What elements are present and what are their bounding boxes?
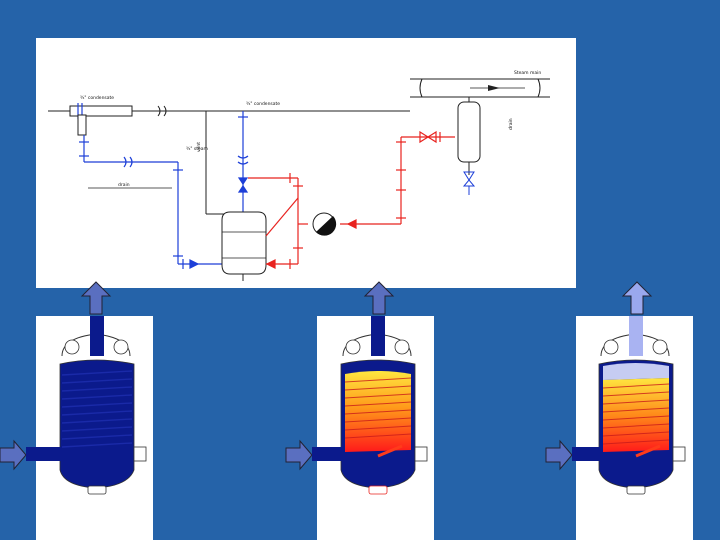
leg-label: drain (508, 118, 514, 130)
cold-line (79, 135, 222, 269)
pump-trap-tank (221, 211, 267, 281)
up-arrow-icon (621, 281, 653, 315)
vessel-2 (312, 316, 428, 495)
stage-1-panel (0, 281, 153, 540)
right-arrow-icon (545, 439, 573, 471)
up-arrow-icon (363, 281, 395, 315)
tank-inlet-line (237, 111, 249, 214)
check-valve-icon (237, 177, 249, 186)
check-valve-icon (189, 259, 200, 269)
valve-icon (463, 171, 475, 181)
stage-3-panel (545, 281, 693, 540)
separator: drain (457, 97, 514, 195)
pump-icon (312, 212, 337, 236)
schematic-background (36, 38, 576, 288)
condensate-label-2: ¾" condensate (246, 101, 280, 107)
right-arrow-icon (285, 439, 313, 471)
steam-main-label: Steam main (514, 70, 541, 76)
condensate-label-1: ¾" condensate (80, 95, 114, 101)
flow-arrow-icon (346, 219, 357, 229)
steam-line (248, 130, 455, 269)
right-arrow-icon (0, 439, 27, 471)
drain-label: drain (118, 182, 130, 188)
supply-label: ¾" steam (186, 146, 208, 152)
condensate-header: ¾" condensate ¾" condensate (48, 95, 410, 136)
vessel-1 (26, 316, 147, 495)
schematic-panel: Steam main drain ¾" condensate ¾" conden… (36, 38, 576, 288)
steam-main: Steam main (410, 70, 550, 98)
stage-2-panel (285, 281, 434, 540)
vessel-3 (572, 316, 686, 495)
vent-label: vent (196, 142, 202, 152)
up-arrow-icon (80, 281, 112, 315)
